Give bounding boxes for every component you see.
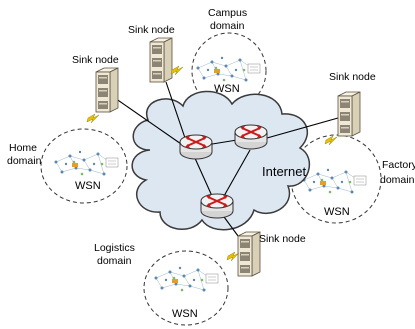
wireless-bolt-factory xyxy=(324,135,338,146)
internet-cloud xyxy=(131,90,311,231)
factory-wsn-label: WSN xyxy=(324,206,350,218)
factory-domain-title: Factory xyxy=(382,159,415,171)
factory-domain-boundary xyxy=(290,134,382,224)
sink-node-home xyxy=(95,67,119,113)
logistics-domain-subtitle: domain xyxy=(97,255,132,267)
logistics-wsn-label: WSN xyxy=(172,308,198,320)
router-left xyxy=(179,134,213,160)
wireless-bolt-campus xyxy=(170,65,184,76)
wireless-bolt-home xyxy=(86,113,100,124)
sink-node-campus xyxy=(149,37,173,83)
router-bottom xyxy=(200,193,234,219)
sink-node-logistics xyxy=(237,231,261,277)
campus-sensor-cluster xyxy=(196,56,261,82)
logistics-domain-title: Logistics xyxy=(94,242,135,254)
factory-sensor-cluster xyxy=(302,168,367,194)
campus-domain-title: Campus xyxy=(208,7,247,19)
wireless-bolt-logistics xyxy=(226,251,240,262)
home-domain-title: Home xyxy=(9,142,37,154)
sink-node-label-logistics: Sink node xyxy=(259,233,306,245)
internet-label: Internet xyxy=(262,164,306,179)
network-links xyxy=(111,81,339,241)
campus-domain-subtitle: domain xyxy=(210,20,245,32)
sink-node-label-factory: Sink node xyxy=(329,71,376,83)
home-wsn-label: WSN xyxy=(75,180,101,192)
router-right xyxy=(234,124,268,150)
factory-domain-subtitle: domain xyxy=(380,174,415,186)
campus-wsn-label: WSN xyxy=(214,83,240,95)
logistics-domain-boundary xyxy=(143,250,229,326)
sink-node-factory xyxy=(337,91,361,137)
sink-node-label-campus: Sink node xyxy=(128,24,175,36)
home-domain-boundary xyxy=(40,128,128,204)
sink-node-label-home: Sink node xyxy=(72,54,119,66)
logistics-sensor-cluster xyxy=(154,266,219,292)
home-sensor-cluster xyxy=(54,150,119,176)
home-domain-subtitle: domain xyxy=(7,155,42,167)
